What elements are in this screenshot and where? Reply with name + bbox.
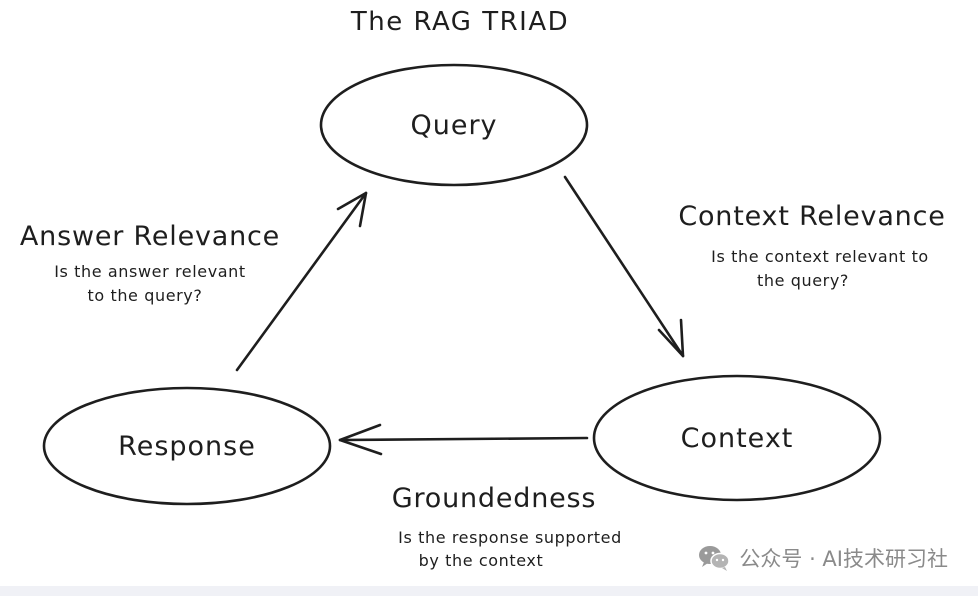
response-ellipse — [42, 386, 332, 506]
node-response: Response — [42, 386, 332, 506]
query-label: Query — [410, 110, 497, 141]
node-context: Context — [592, 374, 882, 502]
watermark: 公众号 · AI技术研习社 — [697, 543, 948, 573]
arrow-response-to-query — [235, 191, 368, 372]
groundedness-desc-line1: Is the response supported — [398, 528, 622, 547]
context-ellipse — [592, 374, 882, 502]
diagram-title: The RAG TRIAD — [350, 7, 569, 37]
context-label: Context — [681, 423, 794, 454]
watermark-text: 公众号 · AI技术研习社 — [739, 547, 948, 571]
context-relevance-title: Context Relevance — [678, 201, 945, 232]
edge-label-answer-relevance: Answer Relevance Is the answer relevant … — [20, 221, 280, 305]
arrow-query-to-context — [563, 175, 685, 358]
footer-bar — [0, 586, 978, 596]
query-ellipse — [319, 63, 589, 187]
groundedness-desc-line2: by the context — [419, 551, 544, 570]
edge-label-context-relevance: Context Relevance Is the context relevan… — [678, 201, 945, 290]
answer-relevance-desc-line2: to the query? — [88, 286, 203, 305]
response-label: Response — [118, 431, 256, 462]
node-query: Query — [319, 63, 589, 187]
edge-label-groundedness: Groundedness Is the response supported b… — [392, 483, 622, 570]
answer-relevance-desc-line1: Is the answer relevant — [54, 262, 246, 281]
context-relevance-desc-line2: the query? — [757, 271, 849, 290]
groundedness-title: Groundedness — [392, 483, 597, 514]
arrow-context-to-response — [338, 423, 589, 456]
context-relevance-desc-line1: Is the context relevant to — [711, 247, 929, 266]
wechat-icon — [699, 546, 731, 571]
answer-relevance-title: Answer Relevance — [20, 221, 280, 252]
